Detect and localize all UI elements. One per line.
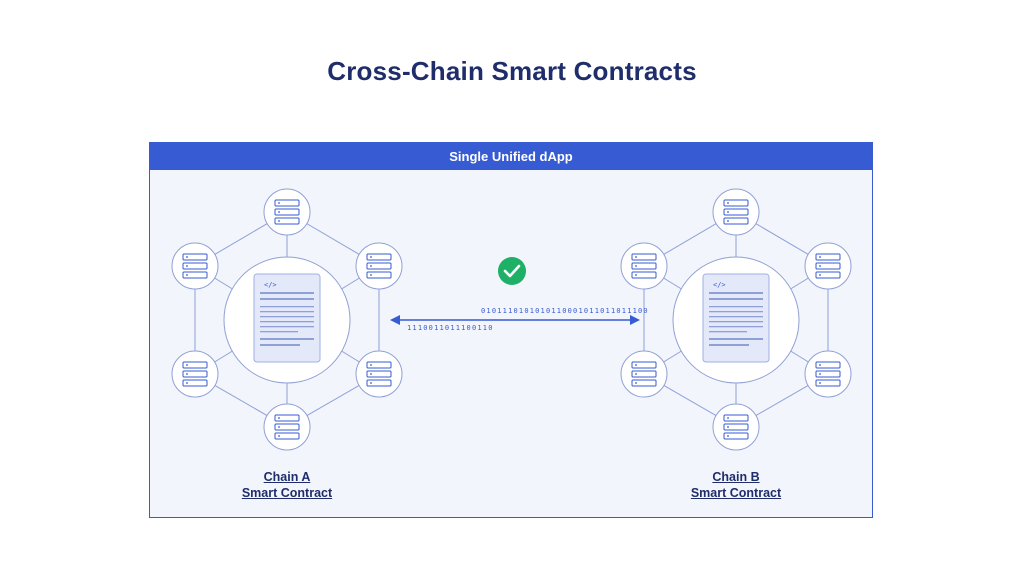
chain-b-name: Chain B	[712, 470, 760, 484]
chain-a-code-tag: </>	[264, 281, 277, 289]
chain-a-server-icon	[171, 242, 219, 290]
chain-b-server-icon	[620, 350, 668, 398]
chain-a-server-icon	[355, 242, 403, 290]
chain-a-contract-node	[223, 256, 351, 384]
chain-b-server-icon	[712, 403, 760, 451]
chain-a-subtitle: Smart Contract	[241, 486, 333, 500]
chain-a-server-icon	[263, 188, 311, 236]
chain-b-label: Chain B Smart Contract	[656, 469, 816, 501]
chain-b-subtitle: Smart Contract	[690, 486, 782, 500]
chain-b-server-icon	[804, 350, 852, 398]
chain-a-name: Chain A	[263, 470, 311, 484]
binary-stream-bottom: 1110011011100110	[407, 324, 494, 332]
chain-b-server-icon	[620, 242, 668, 290]
chain-a-server-icon	[263, 403, 311, 451]
bidirectional-arrow	[390, 315, 640, 325]
chain-a-label: Chain A Smart Contract	[207, 469, 367, 501]
page-title: Cross-Chain Smart Contracts	[327, 56, 697, 86]
chain-a-server-icon	[171, 350, 219, 398]
chain-b-server-icon	[712, 188, 760, 236]
chain-b-code-tag: </>	[713, 281, 726, 289]
chain-b-server-icon	[804, 242, 852, 290]
binary-stream-top: 0101110101010110001011011011100	[481, 307, 649, 315]
chain-b-contract-node	[672, 256, 800, 384]
chain-a-server-icon	[355, 350, 403, 398]
dapp-header-bar: Single Unified dApp	[150, 143, 872, 170]
check-circle-icon	[498, 257, 526, 285]
